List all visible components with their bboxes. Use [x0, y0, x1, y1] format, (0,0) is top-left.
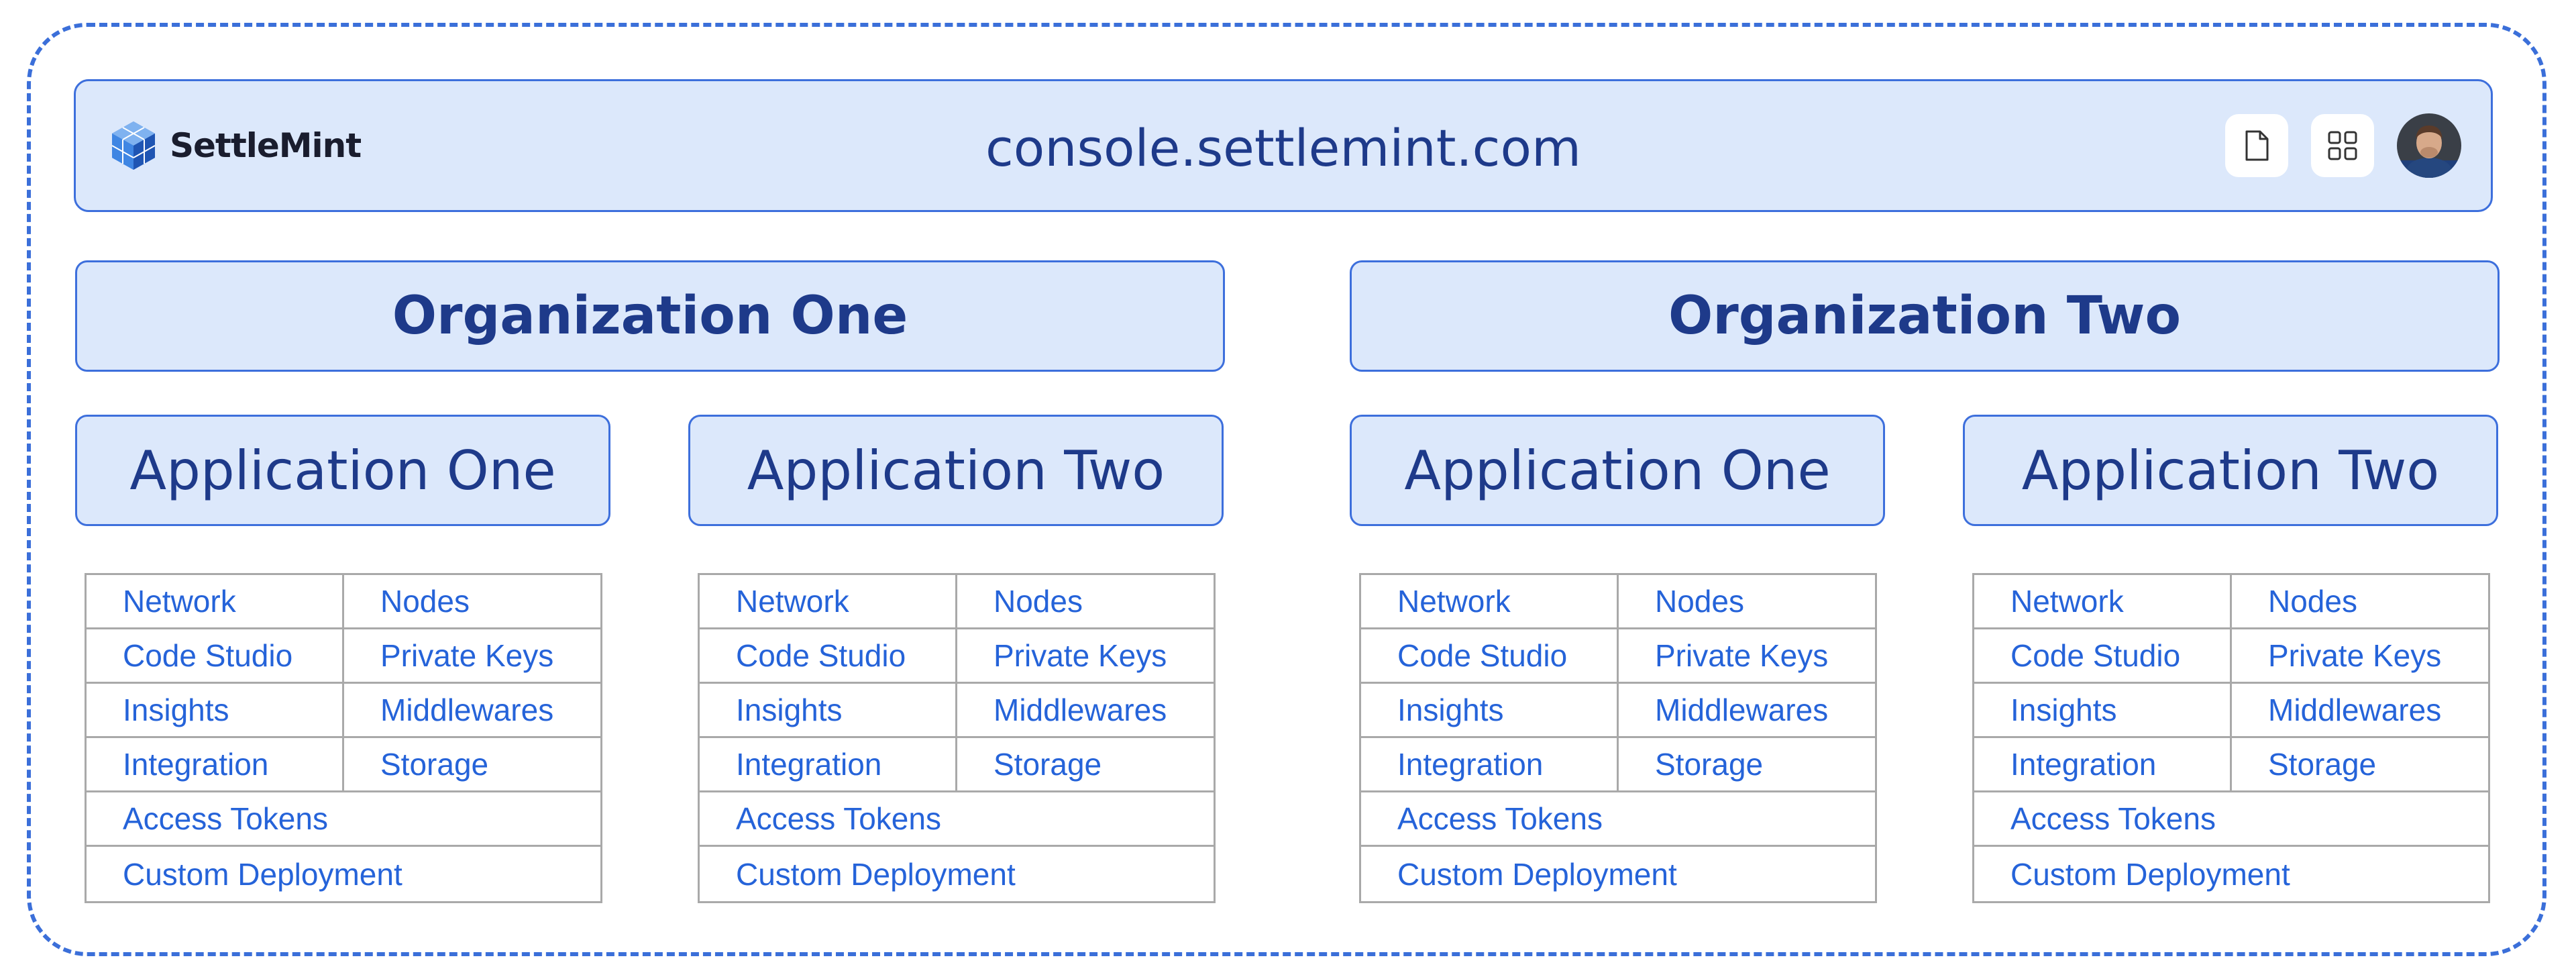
grid-icon: [2328, 131, 2357, 160]
resource-access-tokens: Access Tokens: [700, 792, 1214, 847]
resource-private-keys: Private Keys: [957, 629, 1214, 684]
resource-custom-deployment: Custom Deployment: [1397, 856, 1677, 892]
resource-private-keys: Private Keys: [344, 629, 600, 684]
console-domain: console.settlemint.com: [985, 118, 1581, 178]
logo-wordmark: SettleMint: [170, 126, 362, 165]
org2-application-one: Application One: [1350, 415, 1885, 526]
resource-integration: Integration: [700, 738, 957, 792]
resource-insights: Insights: [700, 684, 957, 738]
resource-access-tokens: Access Tokens: [1361, 792, 1875, 847]
organization-one-box: Organization One: [75, 260, 1225, 372]
resource-network: Network: [1974, 575, 2232, 629]
resource-nodes: Nodes: [344, 575, 600, 629]
resource-integration: Integration: [1361, 738, 1619, 792]
resource-integration: Integration: [87, 738, 344, 792]
document-icon: [2245, 130, 2269, 161]
resource-code-studio: Code Studio: [1361, 629, 1619, 684]
resource-middlewares: Middlewares: [1619, 684, 1875, 738]
user-avatar-icon: [2397, 113, 2461, 178]
org1-application-two: Application Two: [688, 415, 1224, 526]
resource-code-studio: Code Studio: [700, 629, 957, 684]
resource-integration: Integration: [1974, 738, 2232, 792]
resource-middlewares: Middlewares: [344, 684, 600, 738]
org1-application-one: Application One: [75, 415, 610, 526]
resource-nodes: Nodes: [2232, 575, 2488, 629]
resource-access-tokens: Access Tokens: [1974, 792, 2488, 847]
cube-logo-icon: [111, 121, 156, 170]
documentation-button[interactable]: [2225, 114, 2288, 177]
resource-insights: Insights: [1974, 684, 2232, 738]
resource-private-keys: Private Keys: [2232, 629, 2488, 684]
resource-network: Network: [87, 575, 344, 629]
settlemint-logo: SettleMint: [109, 119, 362, 172]
resource-insights: Insights: [1361, 684, 1619, 738]
user-avatar[interactable]: [2397, 113, 2461, 178]
resource-network: Network: [1361, 575, 1619, 629]
console-boundary: [27, 23, 2546, 956]
resource-code-studio: Code Studio: [87, 629, 344, 684]
resource-access-tokens: Access Tokens: [87, 792, 600, 847]
org1-app2-resources: Network Nodes Code Studio Private Keys I…: [698, 573, 1216, 903]
resource-middlewares: Middlewares: [2232, 684, 2488, 738]
resource-network: Network: [700, 575, 957, 629]
resource-storage: Storage: [1619, 738, 1875, 792]
resource-storage: Storage: [957, 738, 1214, 792]
organization-two-box: Organization Two: [1350, 260, 2500, 372]
header-actions: [2225, 113, 2461, 178]
resource-storage: Storage: [344, 738, 600, 792]
resource-insights: Insights: [87, 684, 344, 738]
resource-custom-deployment: Custom Deployment: [2010, 856, 2290, 892]
resource-nodes: Nodes: [1619, 575, 1875, 629]
org2-app2-resources: Network Nodes Code Studio Private Keys I…: [1972, 573, 2490, 903]
resource-storage: Storage: [2232, 738, 2488, 792]
resource-custom-deployment: Custom Deployment: [123, 856, 402, 892]
org1-app1-resources: Network Nodes Code Studio Private Keys I…: [85, 573, 602, 903]
resource-custom-deployment: Custom Deployment: [736, 856, 1016, 892]
resource-nodes: Nodes: [957, 575, 1214, 629]
org2-application-two: Application Two: [1963, 415, 2498, 526]
app-switcher-button[interactable]: [2311, 114, 2374, 177]
resource-code-studio: Code Studio: [1974, 629, 2232, 684]
console-header: SettleMint console.settlemint.com: [74, 79, 2493, 212]
resource-middlewares: Middlewares: [957, 684, 1214, 738]
resource-private-keys: Private Keys: [1619, 629, 1875, 684]
org2-app1-resources: Network Nodes Code Studio Private Keys I…: [1359, 573, 1877, 903]
